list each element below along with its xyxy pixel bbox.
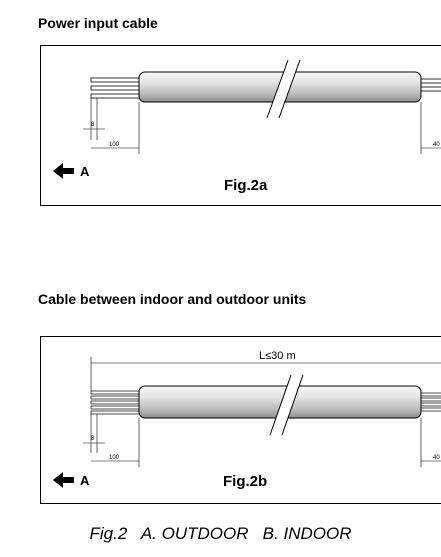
figure-caption-text: Fig.2 A. OUTDOOR B. INDOOR	[89, 524, 352, 543]
arrow-left-icon	[53, 472, 74, 488]
fig2b-dim-left: 100	[109, 455, 120, 461]
figure-caption: Fig.2 A. OUTDOOR B. INDOOR	[0, 524, 441, 544]
fig2b-diagram: L≤30 m 8	[53, 350, 441, 488]
arrow-left-icon	[53, 163, 74, 179]
fig2a-label: Fig.2a	[224, 177, 268, 194]
fig2a-diagram: 8 100 40	[53, 59, 441, 179]
fig2b-length-label: L≤30 m	[259, 350, 296, 362]
fig2a-arrow-label: A	[80, 164, 90, 179]
fig2b-arrow-label: A	[80, 473, 90, 488]
between-cable-heading: Cable between indoor and outdoor units	[38, 291, 307, 307]
cable-break-icon	[266, 59, 301, 119]
fig2b-label: Fig.2b	[223, 473, 268, 490]
fig2a-dim-right: 40	[433, 142, 440, 148]
power-cable-heading: Power input cable	[38, 15, 158, 31]
fig2a-dim-strip: 8	[91, 122, 95, 128]
fig2a-panel: 8 100 40 A Fig.2a	[40, 45, 441, 206]
cable-break-icon	[269, 374, 304, 436]
fig2b-panel: L≤30 m 8	[40, 336, 441, 504]
fig2b-dim-strip: 8	[91, 436, 95, 442]
fig2a-dim-left: 100	[109, 142, 120, 148]
fig2b-dim-right: 40	[433, 455, 440, 461]
